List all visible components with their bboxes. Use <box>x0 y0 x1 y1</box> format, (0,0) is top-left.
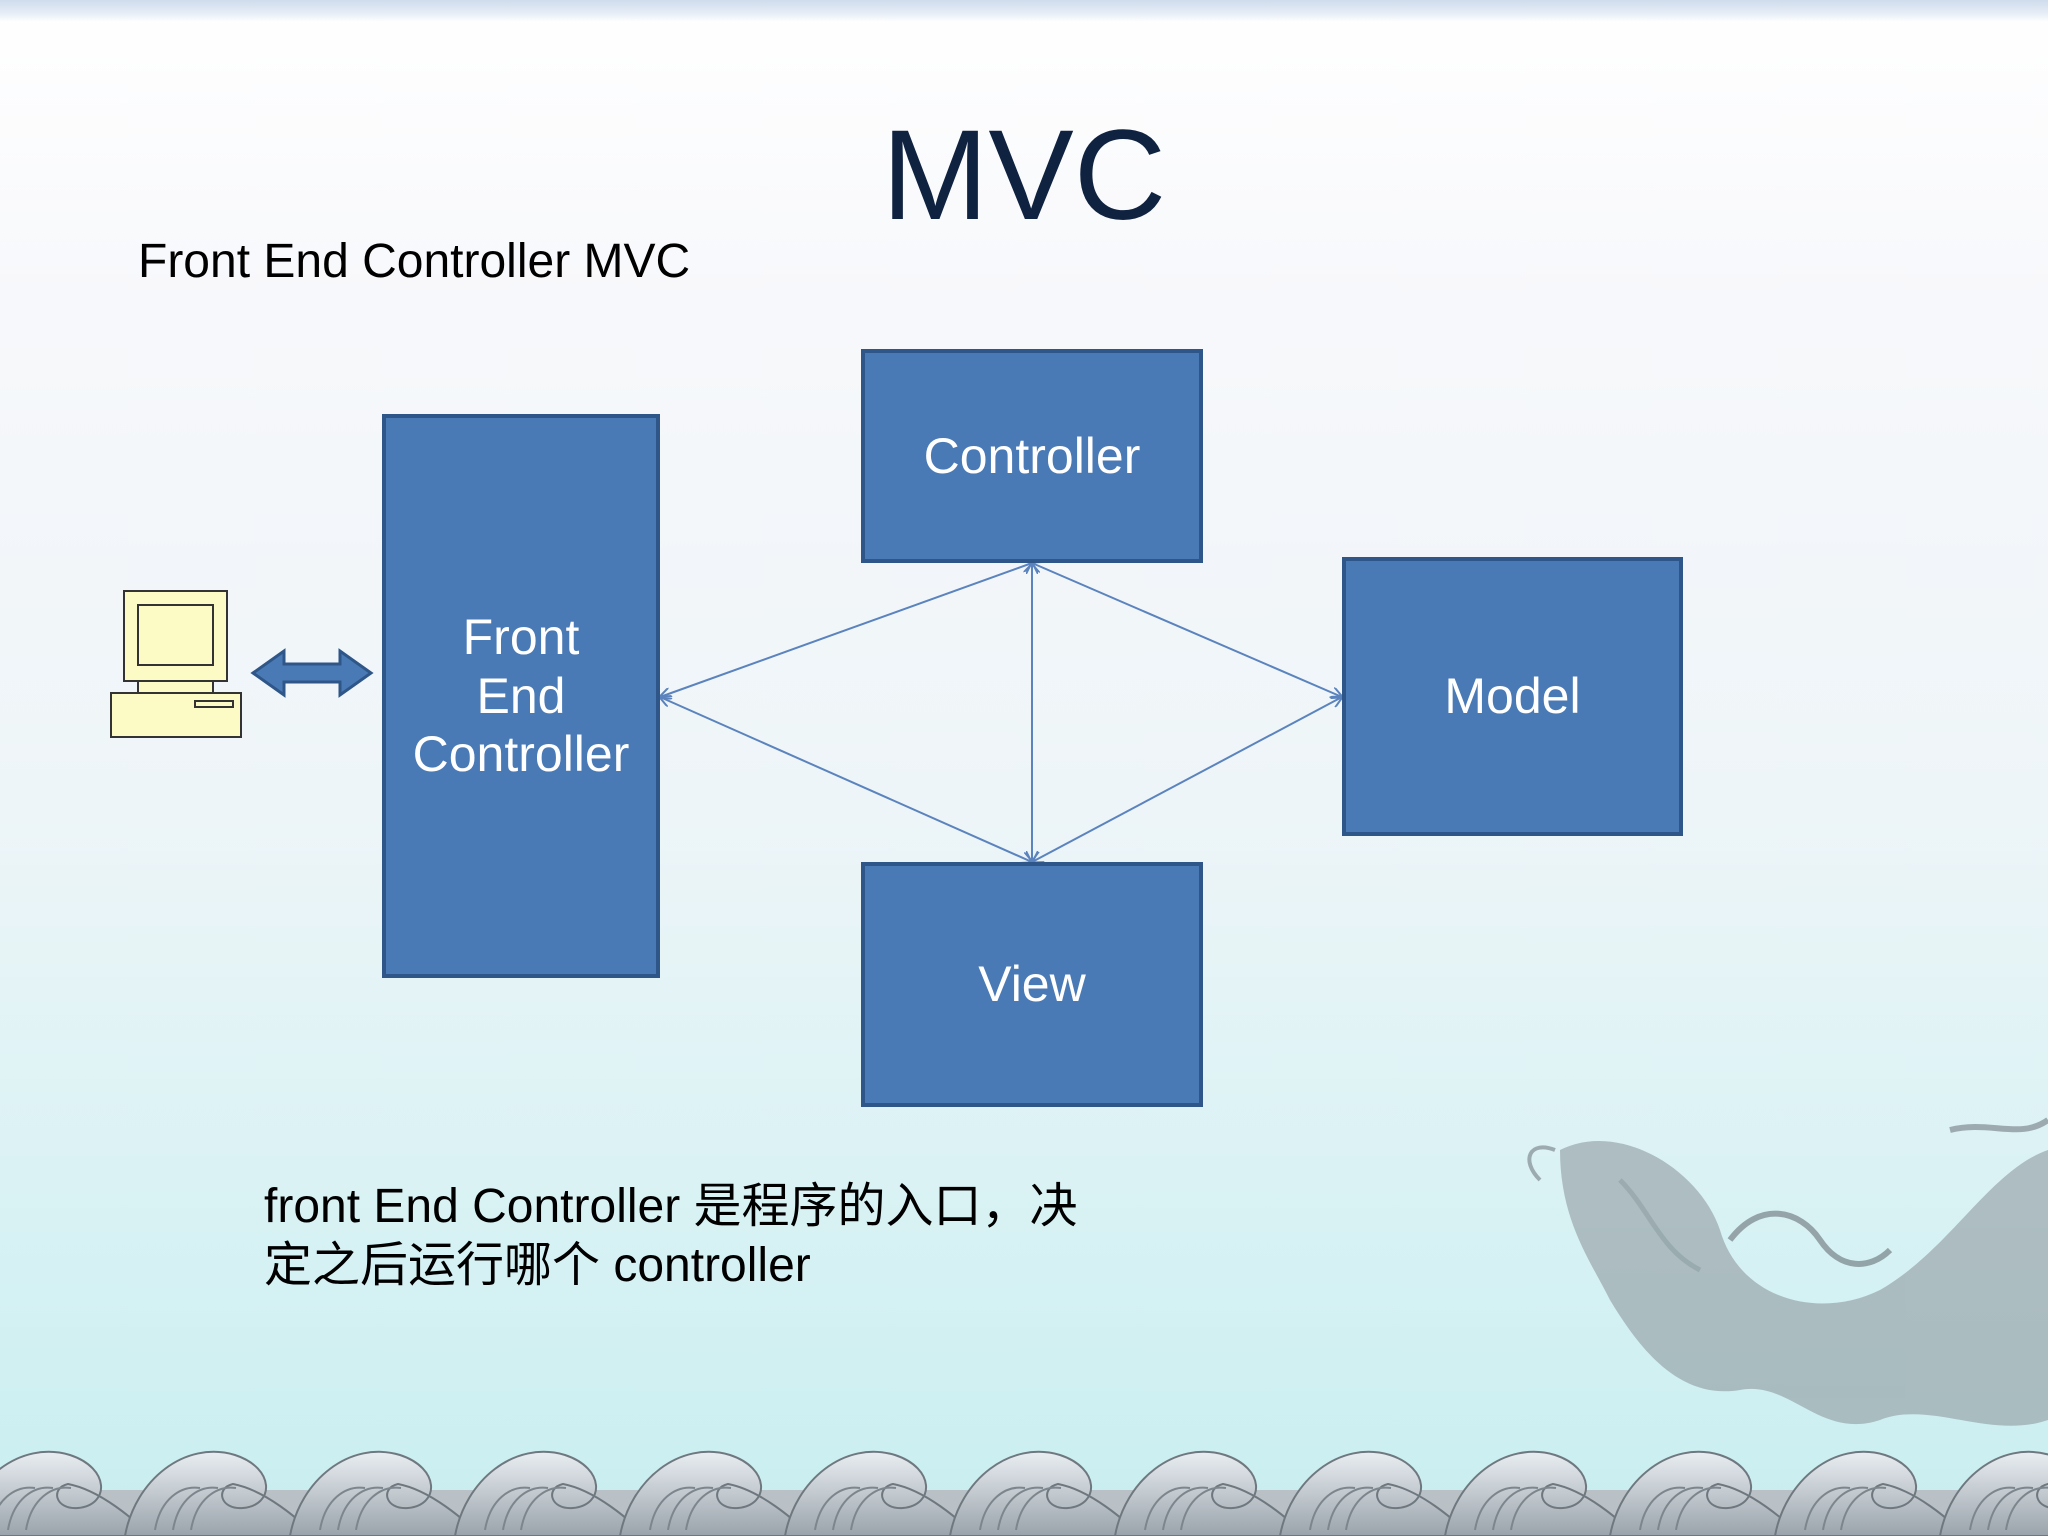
wave-line <box>190 1486 237 1531</box>
wave-line <box>1144 1486 1191 1531</box>
connector-front-end-view <box>660 697 1032 862</box>
wave-line <box>667 1486 714 1531</box>
wave-line <box>814 1486 861 1531</box>
wave-crest <box>618 1450 812 1536</box>
view-box: View <box>861 862 1203 1107</box>
wave-line <box>1987 1486 2034 1531</box>
wave-line <box>154 1486 201 1531</box>
computer-icon <box>110 590 242 738</box>
note-text: front End Controller 是程序的入口，决 定之后运行哪个 co… <box>264 1180 1078 1292</box>
wave-line <box>1492 1486 1539 1531</box>
double-arrow-icon <box>250 648 374 698</box>
wave-line <box>979 1486 1026 1531</box>
wave-line <box>1840 1486 1887 1531</box>
wave-decoration <box>0 1450 2048 1536</box>
dragon-decoration <box>1527 1117 2048 1426</box>
wave-line <box>685 1486 732 1531</box>
view-label: View <box>978 956 1086 1013</box>
connector-model-view <box>1032 697 1342 862</box>
top-decoration-band <box>0 0 2048 22</box>
wave-line <box>1657 1486 1704 1531</box>
wave-crest <box>1443 1450 1637 1536</box>
controller-box: Controller <box>861 349 1203 563</box>
wave-crest <box>1278 1450 1472 1536</box>
slide-title: MVC <box>881 104 1167 247</box>
front-end-controller-box: Front End Controller <box>382 414 660 978</box>
wave-crest <box>1938 1450 2048 1536</box>
wave-crest <box>123 1450 317 1536</box>
wave-line <box>502 1486 549 1531</box>
wave-line <box>319 1486 366 1531</box>
wave-line <box>1969 1486 2016 1531</box>
wave-line <box>1327 1486 1374 1531</box>
connectors <box>660 563 1342 862</box>
wave-line <box>520 1486 567 1531</box>
wave-crest <box>453 1450 647 1536</box>
model-label: Model <box>1444 668 1581 725</box>
wave-crest <box>288 1450 482 1536</box>
wave-crest <box>1608 1450 1802 1536</box>
wave-line <box>1162 1486 1209 1531</box>
wave-line <box>1675 1486 1722 1531</box>
wave-line <box>1309 1486 1356 1531</box>
wave-crest <box>948 1450 1142 1536</box>
wave-crest <box>1113 1450 1307 1536</box>
wave-line <box>1180 1486 1227 1531</box>
wave-line <box>1345 1486 1392 1531</box>
wave-line <box>1804 1486 1851 1531</box>
controller-label: Controller <box>923 427 1141 484</box>
wave-line <box>0 1486 36 1507</box>
connector-controller-model <box>1032 563 1342 697</box>
wave-line <box>25 1486 72 1531</box>
model-box: Model <box>1342 557 1683 836</box>
wave-line <box>850 1486 897 1531</box>
wave-line <box>1639 1486 1686 1531</box>
wave-line <box>484 1486 531 1531</box>
wave-line <box>1510 1486 1557 1531</box>
wave-line <box>172 1486 219 1531</box>
wave-line <box>337 1486 384 1531</box>
wave-line <box>1822 1486 1869 1531</box>
front-end-controller-label: Front End Controller <box>412 609 630 783</box>
wave-line <box>1015 1486 1062 1531</box>
slide-subtitle: Front End Controller MVC <box>138 235 691 288</box>
wave-line <box>997 1486 1044 1531</box>
wave-line <box>355 1486 402 1531</box>
wave-line <box>649 1486 696 1531</box>
wave-line <box>1474 1486 1521 1531</box>
wave-line <box>832 1486 879 1531</box>
connector-controller-front-end <box>660 563 1032 697</box>
wave-crest <box>0 1450 152 1536</box>
wave-crest <box>1773 1450 1967 1536</box>
wave-line <box>2005 1486 2048 1531</box>
wave-crest <box>783 1450 977 1536</box>
wave-line <box>7 1486 54 1531</box>
